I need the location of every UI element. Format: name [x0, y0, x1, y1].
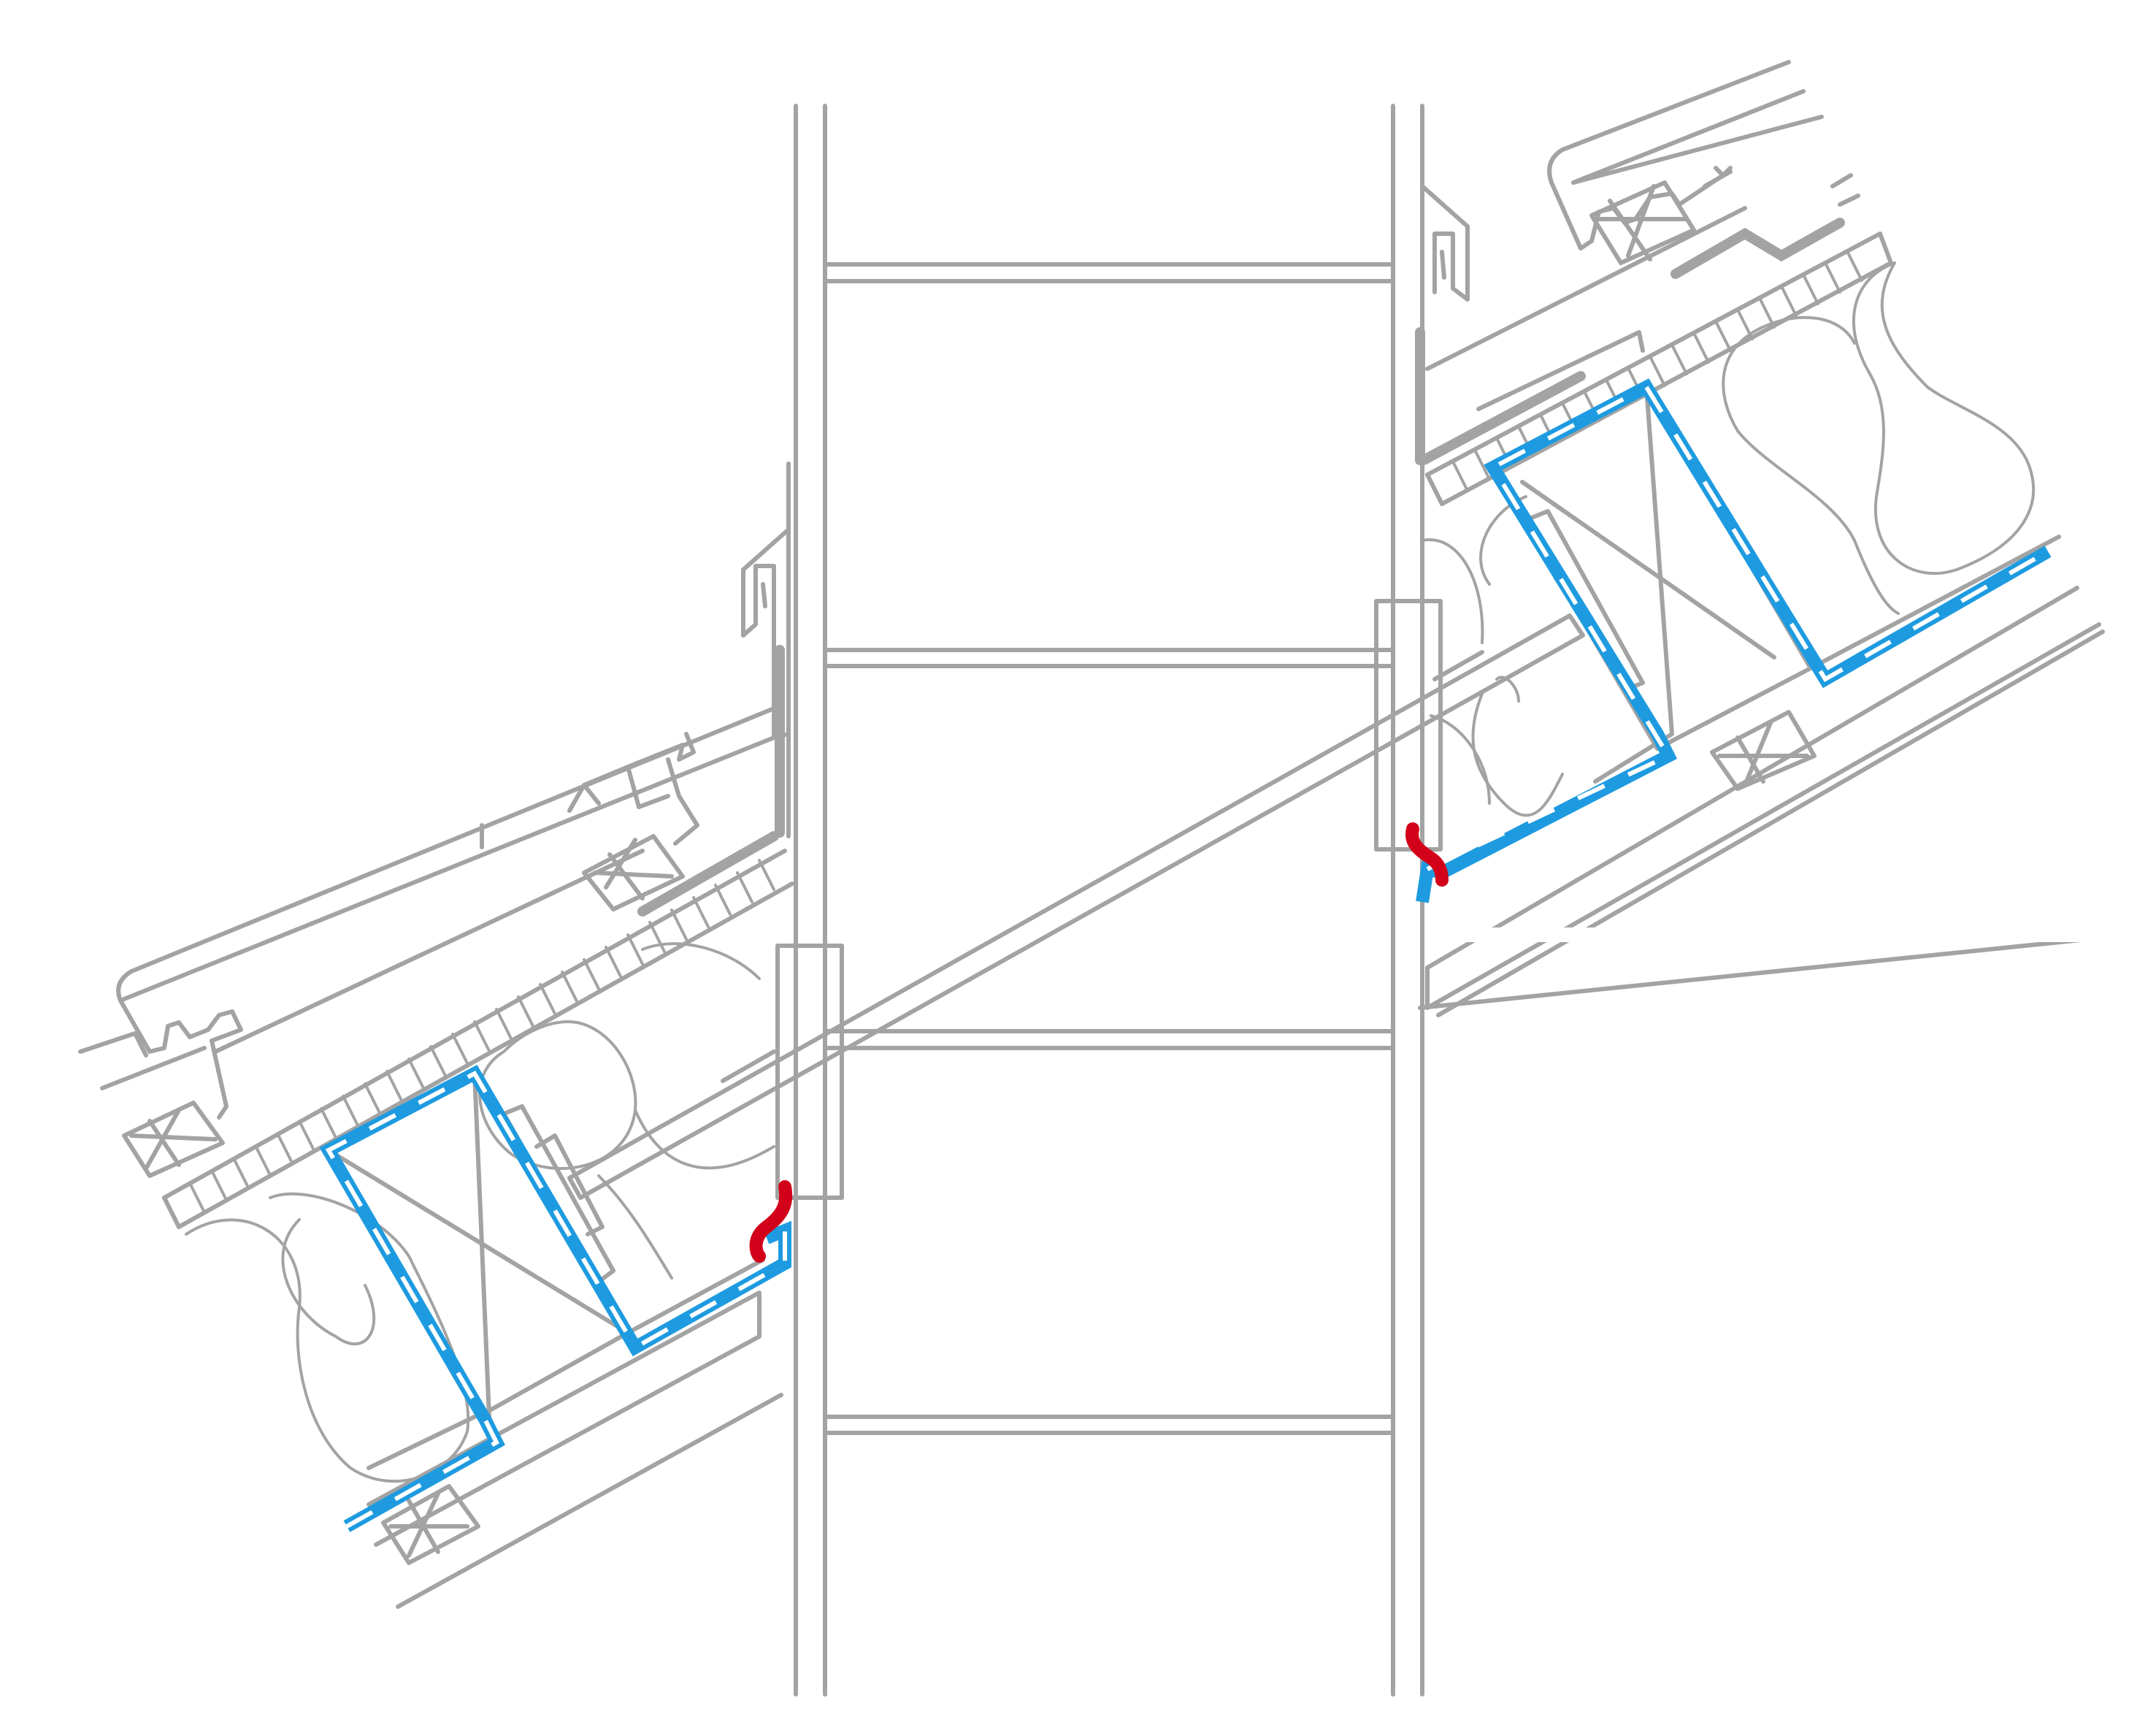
roof-tiles: [78, 706, 776, 1120]
chimney-flashing-right: [1415, 118, 1845, 465]
steel-tie-rod: [567, 613, 1585, 1200]
ceiling-left: [367, 1290, 783, 1609]
rafters-right: [1491, 385, 2061, 784]
chimney-flashing-left: [637, 462, 791, 917]
roof-tiles: [1425, 60, 1860, 411]
insulation-right: [1421, 261, 2035, 817]
sarking-board-right: [1425, 232, 1893, 506]
roof-pitch-right: [1405, 60, 2105, 1017]
sarking-board-left: [162, 849, 794, 1229]
roof-pitch-left: [78, 462, 794, 1609]
battens: [122, 834, 685, 1178]
sealant-joint-left: [749, 1180, 793, 1263]
vapour-barrier-right[interactable]: [1416, 378, 2052, 903]
sealant-joint-right: [1405, 822, 1449, 887]
ceiling-right: [1418, 586, 2105, 1017]
vapour-barrier-left[interactable]: [319, 1065, 791, 1532]
